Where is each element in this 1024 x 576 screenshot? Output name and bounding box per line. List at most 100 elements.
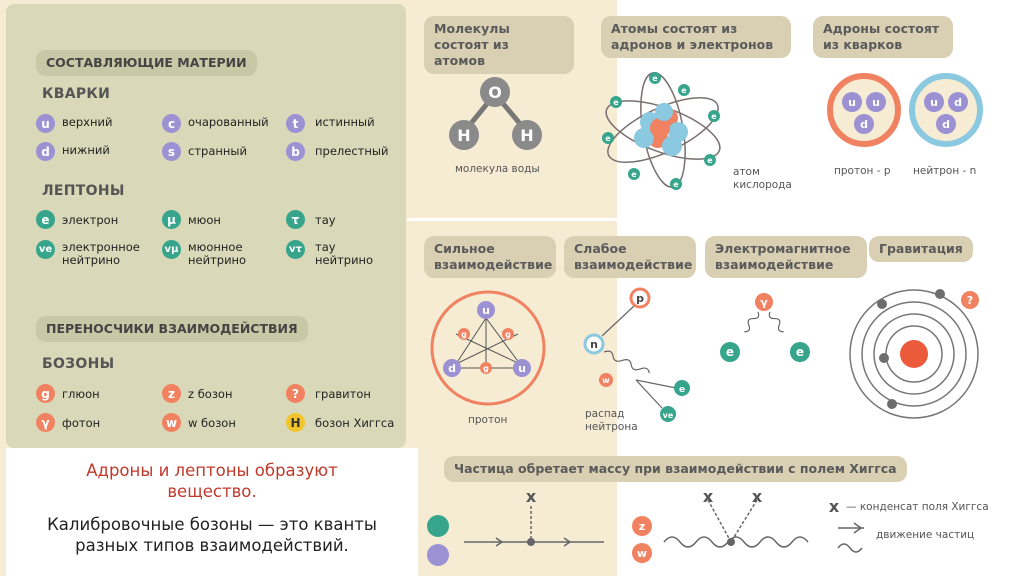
carriers-title: ПЕРЕНОСЧИКИ ВЗАИМОДЕЙСТВИЯ bbox=[36, 316, 308, 342]
neutron-quark-d-2: d bbox=[942, 118, 950, 131]
higgs-legend-x: x bbox=[829, 497, 840, 516]
higgs-diagram: x x x x z w bbox=[427, 487, 864, 566]
electron-label-3: e bbox=[605, 134, 611, 143]
proton-quark-d: d bbox=[860, 118, 868, 131]
em-electron-left: e bbox=[726, 345, 734, 359]
lepton-ve-label: электронное нейтрино bbox=[62, 240, 140, 267]
strong-quark-d: d bbox=[448, 362, 456, 375]
proton-circle bbox=[827, 73, 901, 147]
higgs-legend-condensate: — конденсат поля Хиггса bbox=[846, 501, 989, 513]
higgs-quark-icon bbox=[427, 544, 449, 566]
matter-panel bbox=[6, 4, 406, 448]
atom-nucleus bbox=[634, 103, 688, 156]
sun-circle bbox=[900, 340, 928, 368]
higgs-w-label: w bbox=[637, 547, 647, 560]
strong-quark-u-right: u bbox=[518, 362, 526, 375]
lepton-vtau-icon: vτ bbox=[286, 240, 305, 259]
em-photon-label: γ bbox=[760, 296, 768, 309]
hydrogen-label-left: H bbox=[457, 126, 470, 145]
neutron-caption: нейтрон - n bbox=[913, 165, 977, 177]
hadrons-title: Адроны состоят из кварков bbox=[813, 16, 953, 58]
atoms-title: Атомы состоят из адронов и электронов bbox=[601, 16, 791, 58]
higgs-legend-motion: движение частиц bbox=[876, 529, 975, 541]
higgs-lepton-icon bbox=[427, 515, 449, 537]
weak-interaction-diagram: p n w e ve bbox=[583, 287, 690, 422]
lepton-vtau-label: тау нейтрино bbox=[315, 240, 374, 267]
leptons-heading: ЛЕПТОНЫ bbox=[42, 183, 125, 199]
higgs-z-icon bbox=[632, 516, 652, 536]
oxygen-atom-diagram: e e e e e e e e bbox=[602, 72, 721, 190]
gravity-title: Гравитация bbox=[869, 236, 973, 262]
quark-c-label: очарованный bbox=[188, 115, 269, 129]
lepton-e-icon: e bbox=[36, 210, 55, 229]
matter-title: СОСТАВЛЯЮЩИЕ МАТЕРИИ bbox=[36, 50, 257, 76]
boson-graviton-icon: ? bbox=[286, 384, 305, 403]
electron-label-1: e bbox=[652, 74, 658, 83]
higgs-z-label: z bbox=[639, 520, 645, 533]
summary-line-1: Адроны и лептоны образуют вещество. bbox=[86, 461, 338, 501]
lepton-vmu-label: мюонное нейтрино bbox=[188, 240, 247, 267]
boson-w-label: w бозон bbox=[188, 416, 236, 430]
lepton-vmu-icon: vμ bbox=[162, 240, 181, 259]
weak-neutrino-label: ve bbox=[663, 411, 674, 420]
electron-label-5: e bbox=[673, 180, 679, 189]
strong-interaction-title: Сильное взаимодействие bbox=[424, 236, 556, 278]
neutron-quark-d-1: d bbox=[954, 96, 962, 109]
gluon-label-3: g bbox=[483, 364, 489, 373]
em-electron-right: e bbox=[796, 345, 804, 359]
bosons-heading: БОЗОНЫ bbox=[42, 356, 115, 372]
weak-interaction-title: Слабое взаимодействие bbox=[564, 236, 696, 278]
panel-divider bbox=[407, 218, 1024, 221]
weak-neutron-label: n bbox=[590, 338, 598, 351]
boson-higgs-icon: H bbox=[286, 413, 305, 432]
quark-d-icon: d bbox=[36, 142, 55, 161]
weak-proton-label: p bbox=[636, 292, 644, 305]
lepton-ve-icon: ve bbox=[36, 240, 55, 259]
electron-label-4: e bbox=[631, 170, 637, 179]
higgs-x-3: x bbox=[752, 487, 763, 506]
boson-graviton-label: гравитон bbox=[315, 387, 371, 401]
gluon-label-2: g bbox=[505, 330, 511, 339]
quark-d-label: нижний bbox=[62, 143, 110, 157]
neutron-quark-u: u bbox=[930, 96, 938, 109]
water-molecule-caption: молекула воды bbox=[455, 163, 540, 175]
weak-caption: распад нейтрона bbox=[585, 408, 638, 433]
lepton-tau-label: тау bbox=[315, 213, 336, 227]
lepton-mu-label: мюон bbox=[188, 213, 221, 227]
lepton-mu-icon: μ bbox=[162, 210, 181, 229]
quark-s-icon: s bbox=[162, 142, 181, 161]
graviton-label: ? bbox=[967, 294, 973, 307]
higgs-title: Частица обретает массу при взаимодействи… bbox=[444, 456, 907, 482]
boson-z-label: z бозон bbox=[188, 387, 233, 401]
boson-w-icon: w bbox=[162, 413, 181, 432]
strong-caption: протон bbox=[468, 414, 508, 426]
boson-higgs-label: бозон Хиггса bbox=[315, 416, 395, 430]
boson-g-label: глюон bbox=[62, 387, 100, 401]
electron-label-2: e bbox=[613, 98, 619, 107]
gravity-diagram: ? bbox=[849, 289, 979, 419]
higgs-x-2: x bbox=[703, 487, 714, 506]
water-molecule-diagram: O H H bbox=[449, 77, 542, 150]
quarks-heading: КВАРКИ bbox=[42, 86, 111, 102]
em-interaction-diagram: γ e e bbox=[720, 293, 810, 362]
oxygen-atom bbox=[480, 77, 510, 107]
oxygen-label: O bbox=[488, 83, 502, 102]
electron-label-6: e bbox=[707, 156, 713, 165]
lepton-e-label: электрон bbox=[62, 213, 119, 227]
boson-gamma-label: фотон bbox=[62, 416, 101, 430]
quark-u-icon: u bbox=[36, 114, 55, 133]
boson-z-icon: z bbox=[162, 384, 181, 403]
electron-label-8: e bbox=[681, 86, 687, 95]
strong-interaction-diagram: u d u g g g bbox=[430, 290, 546, 406]
hydrogen-atom-left bbox=[449, 120, 479, 150]
proton-quark-u-1: u bbox=[848, 96, 856, 109]
higgs-w-icon bbox=[632, 543, 652, 563]
boson-gamma-icon: γ bbox=[36, 413, 55, 432]
neutron-circle bbox=[909, 73, 983, 147]
summary-line-2: Калибровочные бозоны — это кванты разных… bbox=[47, 515, 377, 555]
higgs-x-1: x bbox=[526, 487, 537, 506]
molecules-title: Молекулы состоят из атомов bbox=[424, 16, 574, 74]
boson-g-icon: g bbox=[36, 384, 55, 403]
proton-quark-u-2: u bbox=[872, 96, 880, 109]
weak-w-boson-label: w bbox=[602, 376, 610, 385]
